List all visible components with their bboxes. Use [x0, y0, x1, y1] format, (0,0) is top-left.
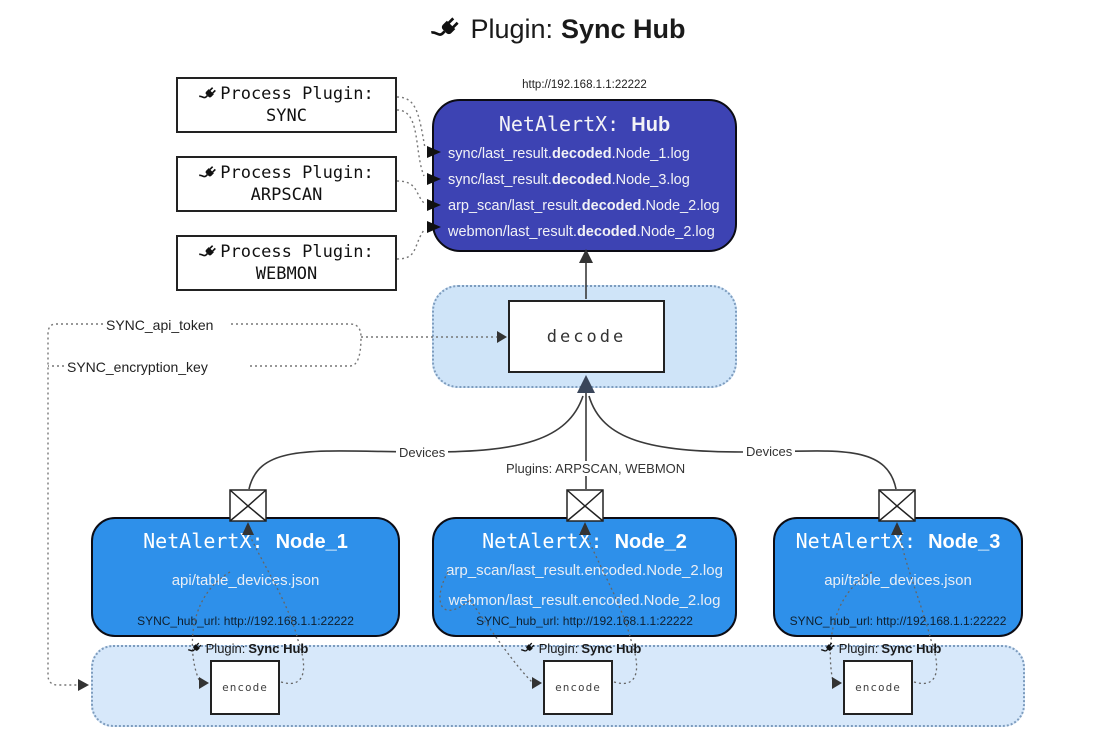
sync-api-token-label: SYNC_api_token [104, 317, 216, 333]
edge-label-devices-left: Devices [396, 445, 449, 460]
node-box-node-1: NetAlertX: Node_1 api/table_devices.json… [91, 517, 400, 637]
encoder-plugin-label: Plugin: Sync Hub [811, 640, 951, 657]
encode-box: encode [210, 660, 280, 715]
plug-icon [520, 641, 536, 656]
process-plugin-name: WEBMON [255, 264, 318, 284]
plug-icon [199, 163, 218, 183]
plug-icon [820, 641, 836, 656]
plug-icon [431, 14, 462, 45]
dotted-connector-plugins-to-hub [396, 96, 426, 260]
title-prefix: Plugin: [470, 14, 554, 44]
config-to-encoders-arrowhead [78, 679, 89, 691]
plug-icon [199, 84, 218, 104]
hub-url-label: http://192.168.1.1:22222 [522, 79, 647, 91]
encoder-plugin-label: Plugin: Sync Hub [178, 640, 318, 657]
process-plugin-box-arpscan: Process Plugin: ARPSCAN [176, 156, 397, 212]
node-file-line: api/table_devices.json [824, 572, 972, 589]
decode-label: decode [546, 326, 627, 347]
hub-log-line: arp_scan/last_result.decoded.Node_2.log [448, 198, 720, 214]
diagram-title: Plugin: Sync Hub [0, 14, 1117, 45]
node-box-node-2: NetAlertX: Node_2 arp_scan/last_result.e… [432, 517, 737, 637]
node-hub-url: SYNC_hub_url: http://192.168.1.1:22222 [137, 614, 354, 628]
encode-label: encode [555, 681, 601, 694]
node-hub-url: SYNC_hub_url: http://192.168.1.1:22222 [476, 614, 693, 628]
hub-box: NetAlertX: Hub sync/last_result.decoded.… [432, 99, 737, 252]
node-title-name: Node_2 [614, 531, 687, 553]
encode-label: encode [855, 681, 901, 694]
decode-box: decode [508, 300, 665, 373]
title-name: Sync Hub [561, 14, 686, 44]
node-title-prefix: NetAlertX: [795, 529, 917, 553]
plug-icon [199, 242, 218, 262]
encode-box: encode [843, 660, 913, 715]
hub-log-line: sync/last_result.decoded.Node_3.log [448, 172, 690, 188]
node-file-line: arp_scan/last_result.encoded.Node_2.log [446, 562, 723, 579]
encode-label: encode [222, 681, 268, 694]
hub-log-line: webmon/last_result.decoded.Node_2.log [448, 224, 715, 240]
hub-log-line: sync/last_result.decoded.Node_1.log [448, 146, 690, 162]
process-plugin-label: Process Plugin: [220, 163, 374, 183]
node-title-prefix: NetAlertX: [143, 529, 264, 553]
encoder-plugin-label: Plugin: Sync Hub [511, 640, 651, 657]
node-title-name: Node_3 [928, 531, 1001, 553]
process-plugin-label: Process Plugin: [220, 242, 374, 262]
node-hub-url: SYNC_hub_url: http://192.168.1.1:22222 [789, 614, 1007, 628]
edge-label-plugins: Plugins: ARPSCAN, WEBMON [503, 461, 689, 476]
process-plugin-box-sync: Process Plugin: SYNC [176, 77, 397, 133]
node-file-line: webmon/last_result.encoded.Node_2.log [448, 592, 721, 609]
node-title-prefix: NetAlertX: [482, 529, 603, 553]
plug-icon [187, 641, 203, 656]
sync-encryption-key-label: SYNC_encryption_key [65, 359, 210, 375]
node-file-line: api/table_devices.json [171, 572, 320, 589]
process-plugin-box-webmon: Process Plugin: WEBMON [176, 235, 397, 291]
node-box-node-3: NetAlertX: Node_3 api/table_devices.json… [773, 517, 1023, 637]
process-plugin-name: SYNC [266, 106, 307, 126]
process-plugin-label: Process Plugin: [220, 84, 374, 104]
encode-box: encode [543, 660, 613, 715]
node-title-name: Node_1 [275, 531, 348, 553]
edge-label-devices-right: Devices [743, 444, 796, 459]
hub-title-name: Hub [631, 114, 671, 136]
hub-title-prefix: NetAlertX: [498, 112, 620, 136]
process-plugin-name: ARPSCAN [250, 185, 323, 205]
